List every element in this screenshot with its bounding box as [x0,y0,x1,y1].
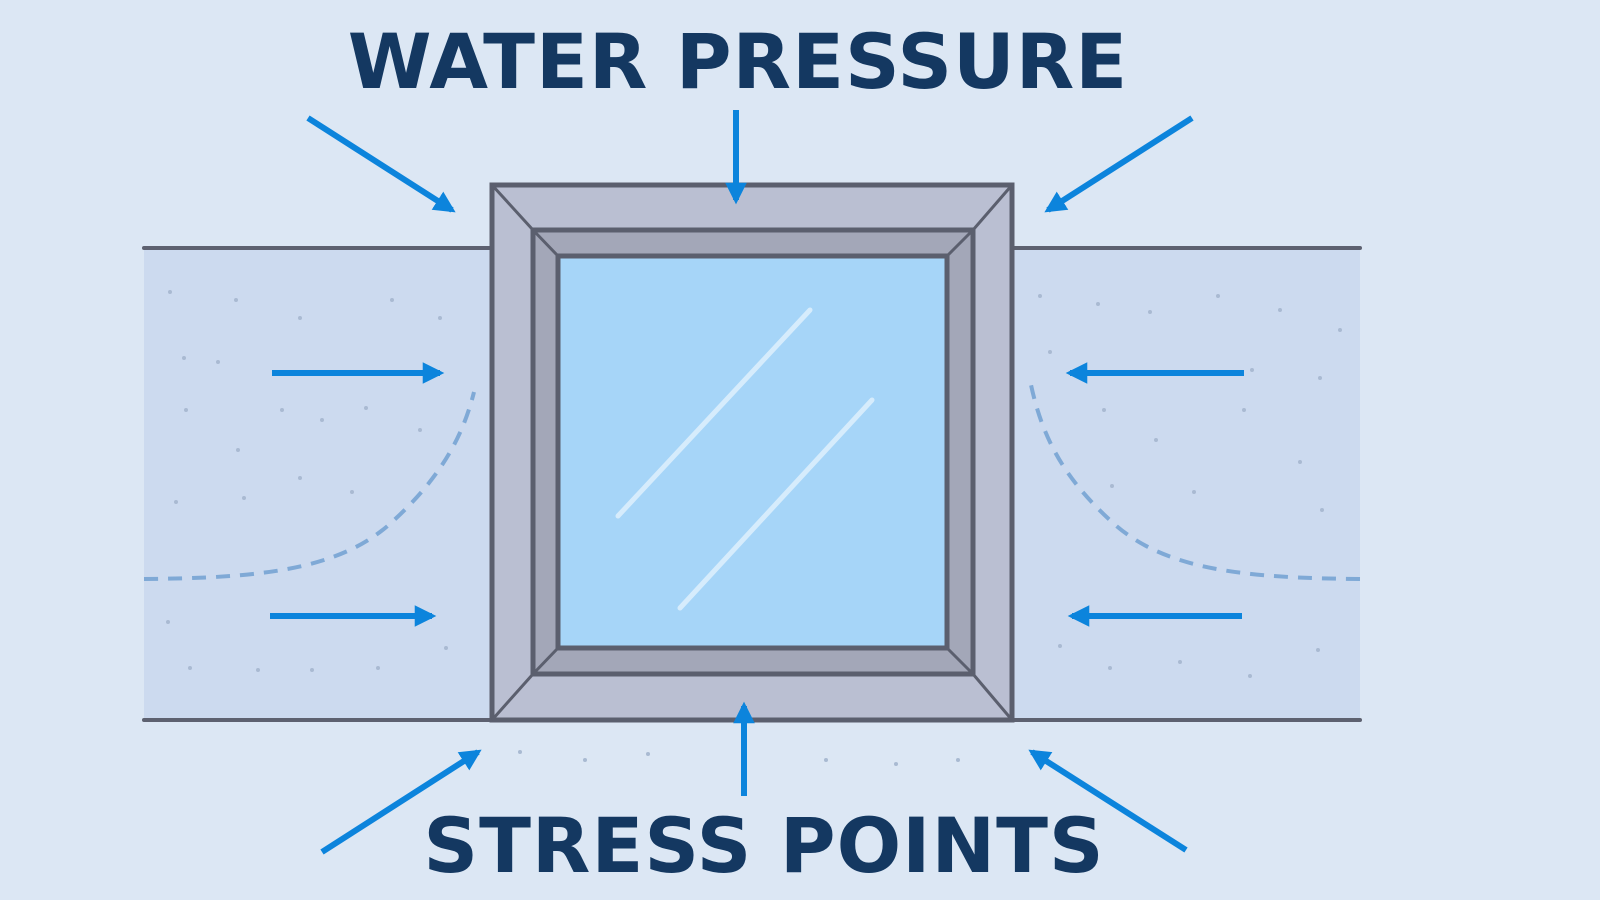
stress-line-left [143,391,476,581]
glass-highlight [615,307,813,519]
wall [142,246,1362,722]
sash-miter [945,646,975,676]
frame-miter [490,183,535,232]
sash-miter [531,646,560,676]
frame-miter [490,673,535,721]
stress-line-right [1028,379,1361,581]
arrow-icon [1044,115,1194,213]
bottom-label: STRESS POINTS [423,801,1104,890]
sash-miter [945,228,975,258]
sash-miter [531,228,560,258]
arrow-icon [320,749,482,855]
window-icon [489,182,1015,723]
frame-miter [971,673,1014,721]
stress-lines [143,379,1361,581]
pressure-arrows [270,110,1244,855]
frame-miter [971,184,1014,231]
window-glass [555,253,950,651]
wall-right [1012,248,1360,720]
arrow-icon [1028,749,1188,853]
wall-texture [166,290,1342,766]
glass-highlight [677,397,875,611]
arrow-icon [306,115,456,213]
wall-left [144,248,492,720]
top-label: WATER PRESSURE [348,17,1128,106]
